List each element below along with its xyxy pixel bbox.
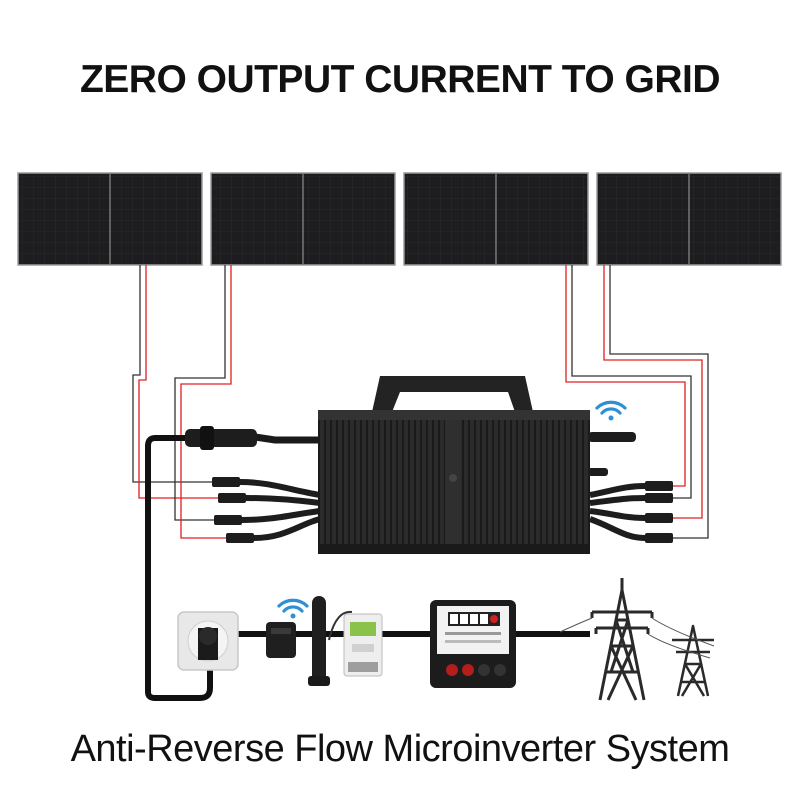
left-connectors: [212, 477, 321, 543]
transmission-tower-icon: [590, 578, 654, 701]
current-clamp-icon: [266, 622, 296, 658]
wall-socket-icon: [177, 611, 239, 671]
dc-wiring: [132, 265, 709, 539]
electric-meter-icon: [430, 600, 516, 688]
page-title: ZERO OUTPUT CURRENT TO GRID: [79, 58, 721, 101]
wifi-icon: [595, 400, 627, 421]
din-rail-meter-icon: [343, 613, 383, 677]
solar-panel-2: [210, 172, 396, 266]
transmission-tower-icon: [672, 624, 714, 697]
ac-cable: [145, 426, 322, 701]
solar-panel-4: [596, 172, 782, 266]
solar-panel-1: [17, 172, 203, 266]
diagram-caption: Anti-Reverse Flow Microinverter System: [70, 728, 730, 770]
solar-panel-3: [403, 172, 589, 266]
right-connectors: [588, 481, 673, 543]
wifi-icon: [277, 598, 309, 619]
power-lines: [559, 617, 715, 659]
antenna-icon: [308, 596, 353, 686]
microinverter: [318, 376, 636, 554]
